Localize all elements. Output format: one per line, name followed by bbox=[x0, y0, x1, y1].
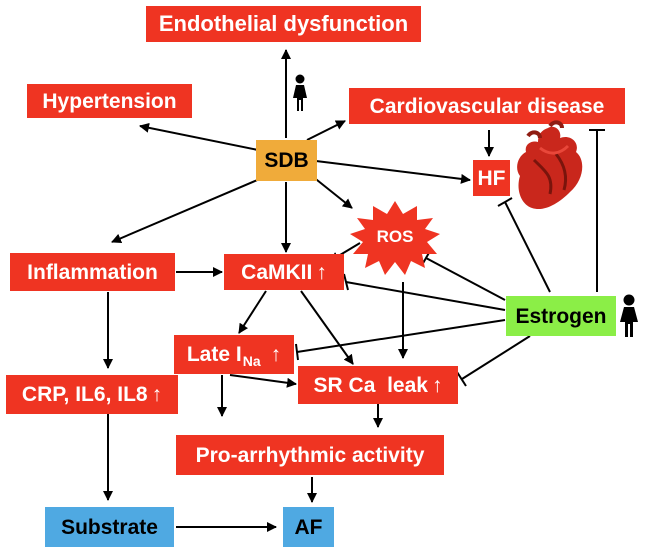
node-hf: HF bbox=[473, 160, 510, 196]
cvd-label: Cardiovascular disease bbox=[369, 94, 605, 118]
arrow-lateina-srcaleak bbox=[229, 374, 297, 388]
node-cardiovascular-disease: Cardiovascular disease bbox=[349, 88, 625, 124]
sr-ca-leak-label: SR Ca leak bbox=[313, 373, 428, 397]
node-af: AF bbox=[283, 507, 334, 547]
node-hypertension: Hypertension bbox=[27, 84, 192, 118]
node-sdb: SDB bbox=[256, 140, 317, 181]
arrow-sdb-cvd bbox=[306, 120, 346, 141]
estrogen-label: Estrogen bbox=[515, 304, 607, 328]
hf-label: HF bbox=[477, 166, 506, 190]
camkii-up-arrow: ↑ bbox=[316, 260, 327, 284]
proarrhythmic-label: Pro-arrhythmic activity bbox=[195, 443, 425, 467]
crp-label: CRP, IL6, IL8 bbox=[21, 383, 148, 406]
inhibit-estrogen-ros bbox=[425, 257, 506, 301]
crp-up-arrow: ↑ bbox=[151, 383, 163, 406]
node-ros: ROS bbox=[368, 222, 422, 250]
node-inflammation: Inflammation bbox=[10, 253, 175, 291]
late-ina-up-arrow: ↑ bbox=[270, 343, 282, 366]
inhibit-estrogen-lateina bbox=[296, 319, 506, 353]
camkii-label: CaMKII bbox=[241, 260, 313, 284]
inhibit-estrogen-camkii bbox=[345, 281, 506, 311]
late-ina-subscript: Na bbox=[242, 352, 261, 369]
arrow-camkii-lateina bbox=[238, 290, 267, 334]
node-sr-ca-leak: SR Ca leak↑ bbox=[298, 366, 458, 404]
hypertension-label: Hypertension bbox=[42, 89, 177, 113]
heart-icon bbox=[517, 120, 583, 210]
node-substrate: Substrate bbox=[45, 507, 174, 547]
sdb-label: SDB bbox=[264, 149, 309, 172]
node-endothelial-dysfunction: Endothelial dysfunction bbox=[146, 6, 421, 42]
af-label: AF bbox=[294, 515, 323, 539]
female-icon bbox=[293, 74, 307, 111]
node-pro-arrhythmic-activity: Pro-arrhythmic activity bbox=[176, 435, 444, 475]
inhibit-estrogen-hf bbox=[504, 201, 551, 293]
female-icon bbox=[620, 294, 638, 337]
late-ina-label: Late I bbox=[186, 343, 242, 366]
arrow-sdb-inflammation bbox=[111, 177, 263, 244]
node-camkii: CaMKII↑ bbox=[224, 254, 344, 290]
arrow-sdb-hf bbox=[315, 160, 471, 184]
arrow-sdb-ros bbox=[311, 175, 353, 209]
node-crp-il6-il8: CRP, IL6, IL8↑ bbox=[6, 375, 178, 414]
inflammation-label: Inflammation bbox=[27, 260, 158, 284]
substrate-label: Substrate bbox=[61, 515, 158, 539]
inhibit-estrogen-srcaleak bbox=[461, 335, 531, 380]
node-estrogen: Estrogen bbox=[506, 296, 616, 336]
arrow-camkii-srcaleak bbox=[300, 290, 354, 365]
endothelial-label: Endothelial dysfunction bbox=[158, 11, 409, 36]
ros-label: ROS bbox=[376, 226, 414, 246]
arrow-sdb-hypertension bbox=[139, 122, 259, 151]
sr-ca-leak-up-arrow: ↑ bbox=[431, 373, 443, 397]
